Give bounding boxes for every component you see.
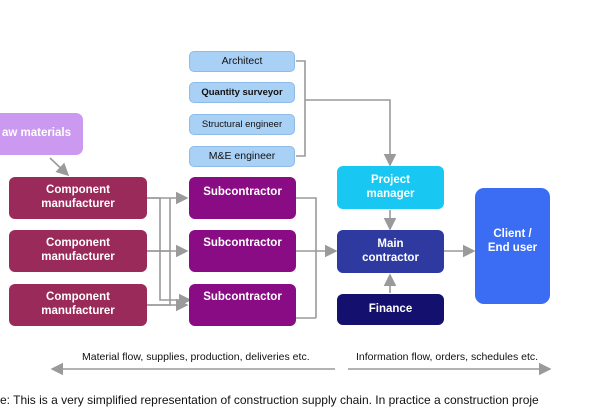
project-manager-label-line2: manager: [366, 187, 415, 200]
component-manufacturer-node: Component manufacturer: [9, 177, 147, 219]
main-contractor-label-line2: contractor: [362, 251, 419, 264]
material-flow-label: Material flow, supplies, production, del…: [82, 351, 310, 363]
architect-label: Architect: [221, 55, 263, 68]
component-manufacturer-label-line2: manufacturer: [41, 251, 115, 263]
subcontractor-label: Subcontractor: [203, 237, 282, 249]
structural-engineer-label: Structural engineer: [201, 118, 283, 130]
project-manager-label-line1: Project: [371, 173, 410, 186]
client-label-line2: End user: [487, 241, 538, 254]
me-engineer-node: M&E engineer: [189, 146, 295, 167]
quantity-surveyor-node: Quantity surveyor: [189, 82, 295, 103]
finance-label: Finance: [368, 302, 413, 315]
quantity-surveyor-label: Quantity surveyor: [201, 86, 283, 98]
figure-caption: e: This is a very simplified representat…: [0, 393, 539, 407]
client-label-line1: Client /: [493, 228, 532, 240]
raw-materials-node: aw materials: [0, 113, 83, 155]
subcontractor-node: Subcontractor: [189, 177, 296, 219]
subcontractor-node: Subcontractor: [189, 230, 296, 272]
subcontractor-node: Subcontractor: [189, 284, 296, 326]
component-manufacturer-node: Component manufacturer: [9, 284, 147, 326]
me-engineer-label: M&E engineer: [208, 150, 276, 163]
subcontractor-label: Subcontractor: [203, 291, 282, 303]
component-manufacturer-label-line2: manufacturer: [41, 305, 115, 317]
main-contractor-label-line1: Main: [377, 237, 404, 250]
component-manufacturer-label-line2: manufacturer: [41, 198, 115, 210]
component-manufacturer-label-line1: Component: [46, 184, 110, 197]
raw-materials-label: aw materials: [1, 127, 71, 140]
architect-node: Architect: [189, 51, 295, 72]
client-end-user-node: Client / End user: [475, 188, 550, 304]
finance-node: Finance: [337, 294, 444, 325]
structural-engineer-node: Structural engineer: [189, 114, 295, 135]
information-flow-label: Information flow, orders, schedules etc.: [356, 351, 539, 363]
project-manager-node: Project manager: [337, 166, 444, 209]
main-contractor-node: Main contractor: [337, 230, 444, 273]
component-manufacturer-label-line1: Component: [46, 291, 110, 304]
subcontractor-label: Subcontractor: [203, 186, 282, 198]
component-manufacturer-node: Component manufacturer: [9, 230, 147, 272]
component-manufacturer-label-line1: Component: [46, 237, 110, 250]
